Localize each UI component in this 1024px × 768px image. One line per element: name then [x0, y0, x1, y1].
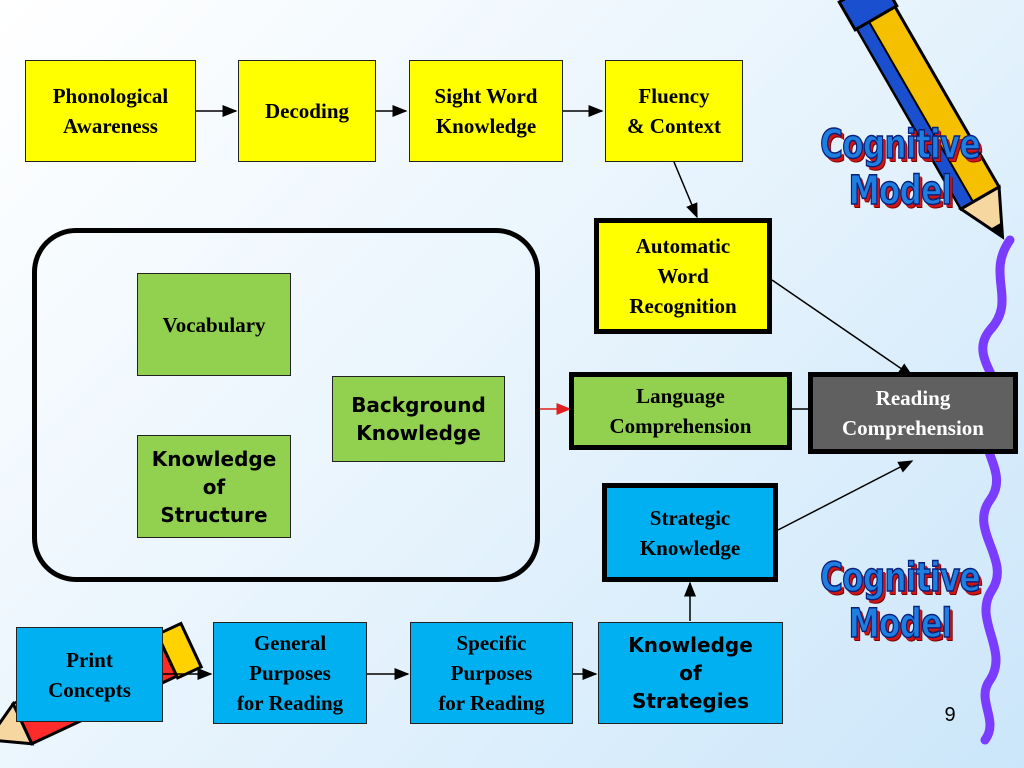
- page-number: 9: [944, 704, 956, 726]
- cognitive-model-title: Cognitive Model: [820, 554, 982, 648]
- arrow-fluency-to-automatic: [673, 161, 698, 219]
- arrow-strategic-to-reading: [777, 460, 914, 531]
- print-concepts-box: Print Concepts: [16, 627, 163, 722]
- arrow-automatic-to-reading: [771, 279, 914, 377]
- sight-word-knowledge-box: Sight Word Knowledge: [409, 60, 563, 162]
- knowledge-of-strategies-box: Knowledge of Strategies: [598, 622, 783, 724]
- specific-purposes-box: Specific Purposes for Reading: [410, 622, 573, 724]
- fluency-context-box: Fluency & Context: [605, 60, 743, 162]
- cognitive-model-title: Cognitive Model: [820, 121, 982, 215]
- language-components-group: [32, 228, 540, 582]
- language-comprehension-box: Language Comprehension: [569, 372, 792, 450]
- decoding-box: Decoding: [238, 60, 376, 162]
- reading-comprehension-box: Reading Comprehension: [808, 372, 1018, 454]
- vocabulary-box: Vocabulary: [137, 273, 291, 376]
- automatic-word-recognition-box: Automatic Word Recognition: [594, 218, 772, 334]
- strategic-knowledge-box: Strategic Knowledge: [602, 483, 778, 582]
- general-purposes-box: General Purposes for Reading: [213, 622, 367, 724]
- phonological-awareness-box: Phonological Awareness: [25, 60, 196, 162]
- knowledge-of-structure-box: Knowledge of Structure: [137, 435, 291, 538]
- background-knowledge-box: Background Knowledge: [332, 376, 505, 462]
